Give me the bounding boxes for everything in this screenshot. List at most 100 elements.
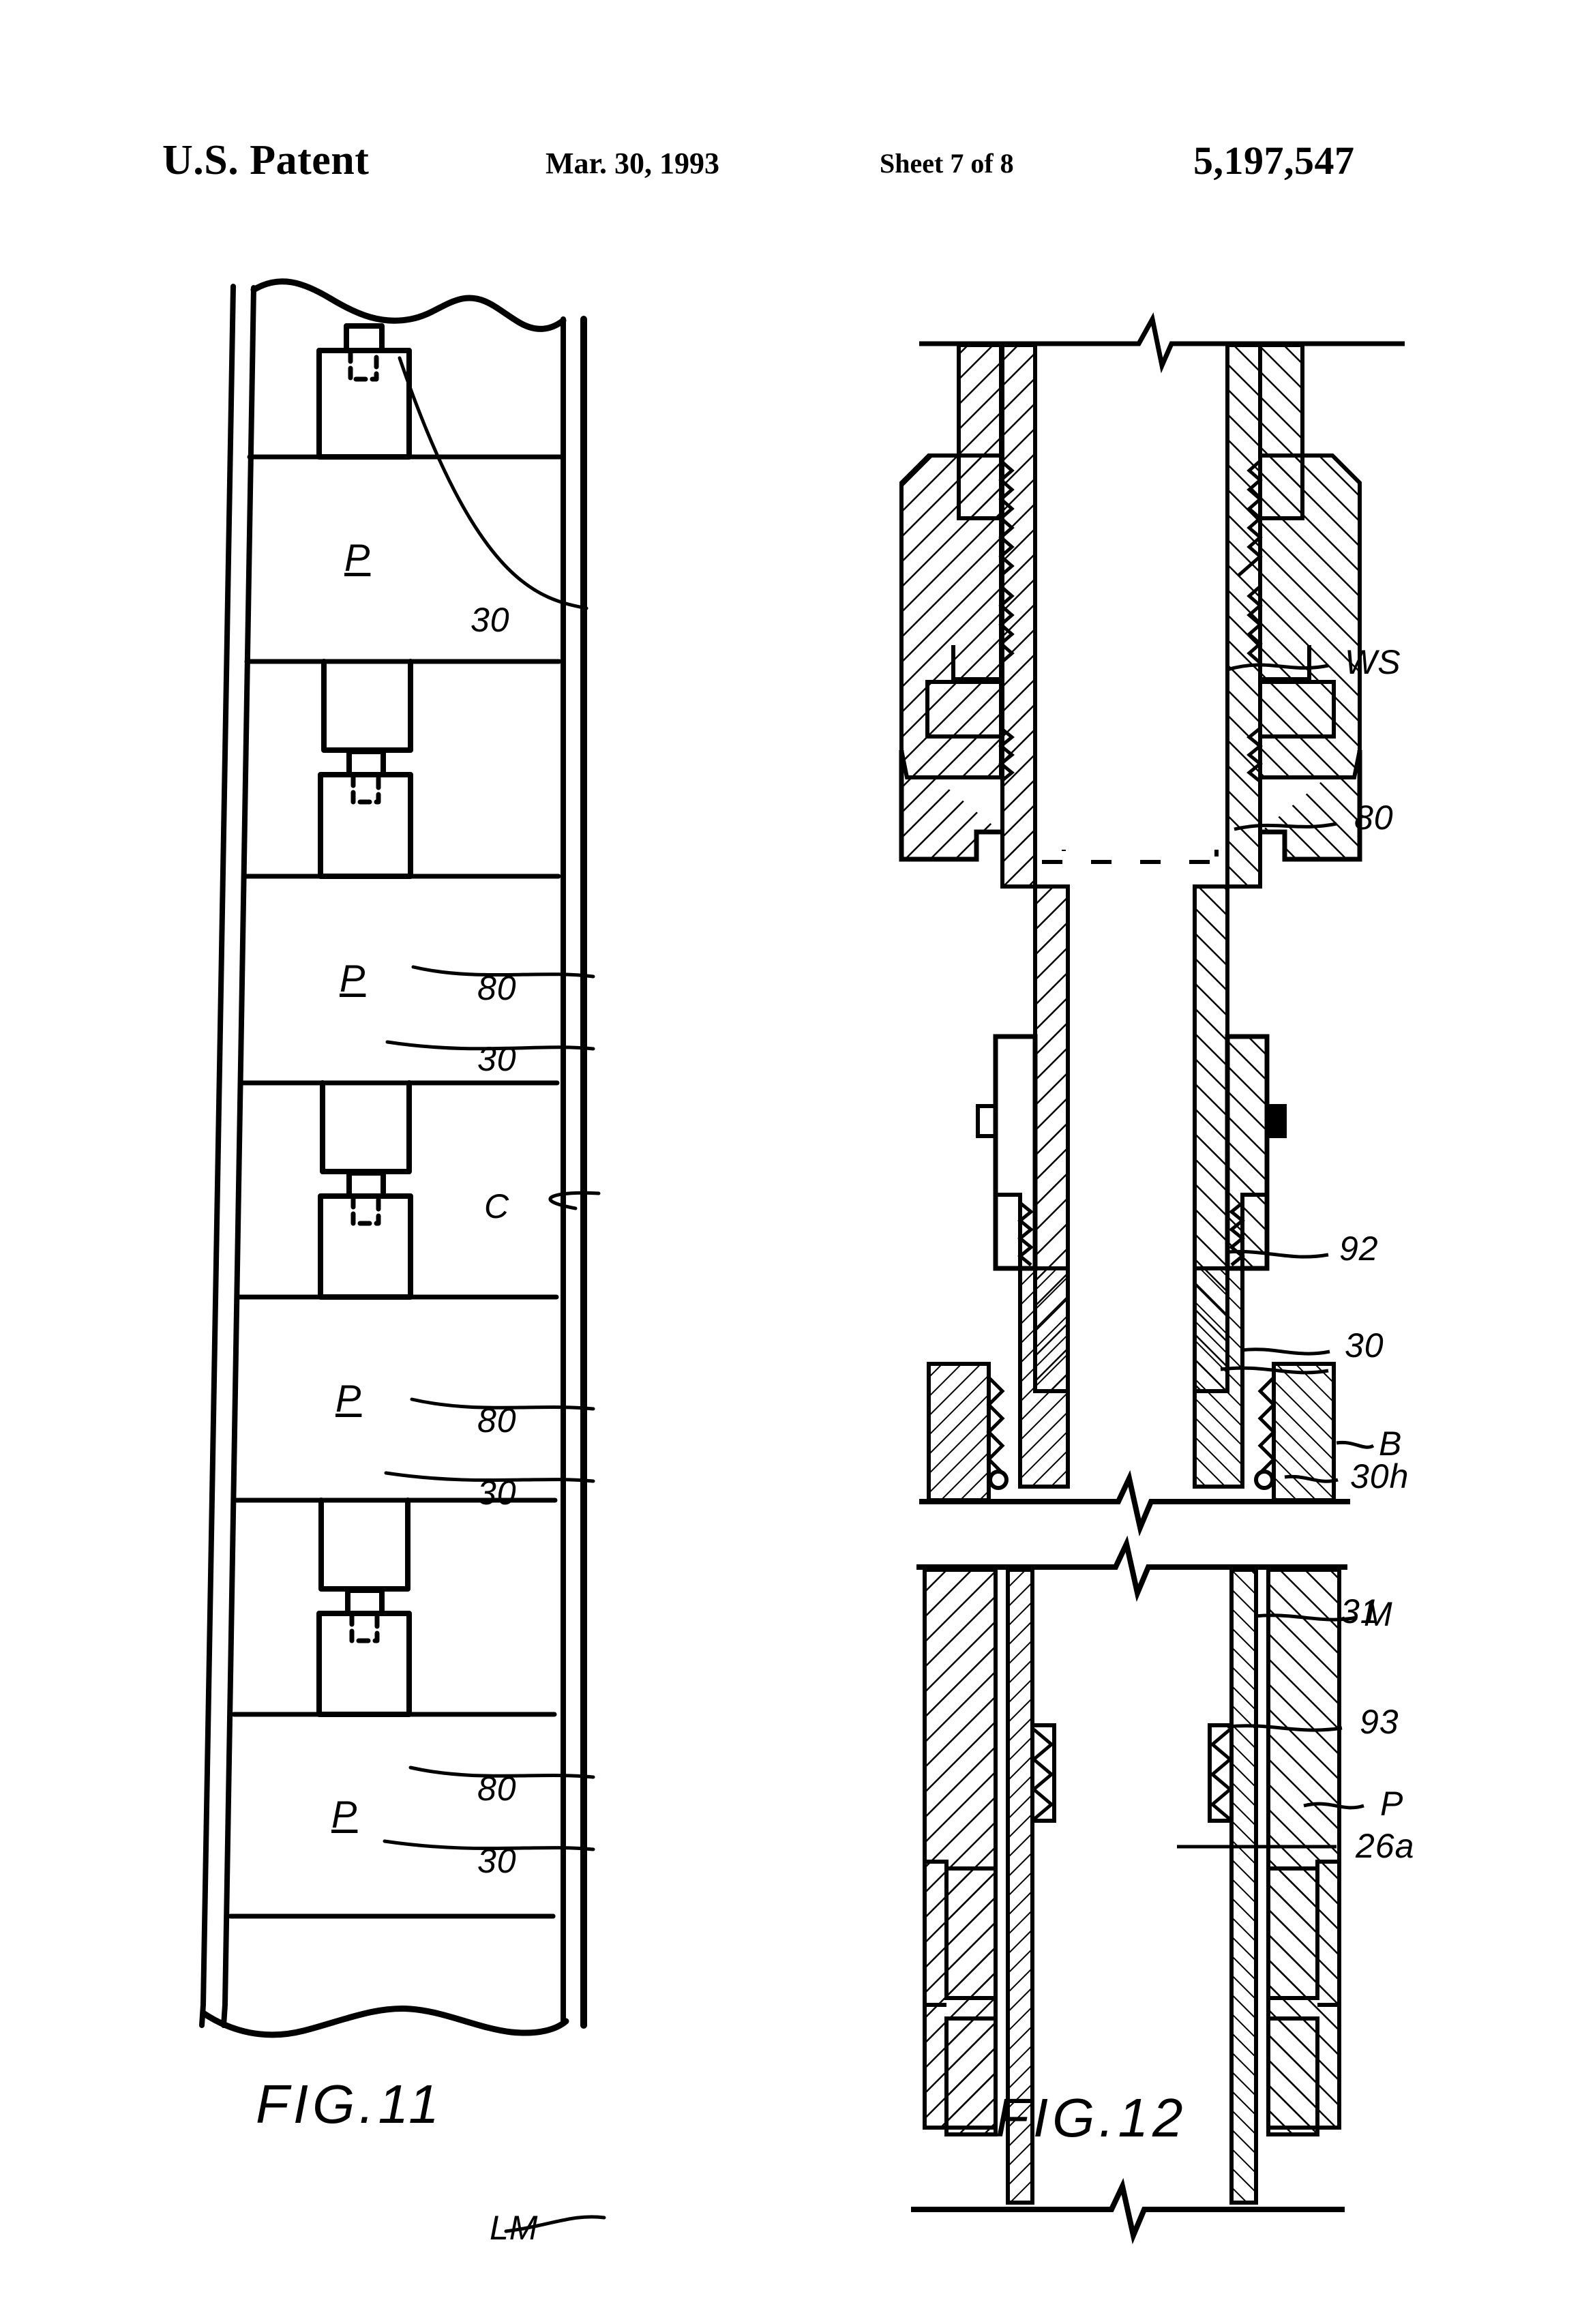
leader-line-30-1 xyxy=(398,356,588,610)
collar-80-left xyxy=(899,453,1003,779)
patent-number: 5,197,547 xyxy=(1193,138,1355,183)
thread-left-upper xyxy=(998,460,1015,577)
leader-line-80-2 xyxy=(410,1397,595,1411)
leader-line-C xyxy=(548,1191,601,1210)
leader-line-30h xyxy=(1284,1474,1339,1483)
ref-label-93: 93 xyxy=(1360,1703,1399,1741)
ref-label-80-3: 80 xyxy=(477,1770,517,1808)
seal-pocket-left xyxy=(925,680,1003,739)
packer-P-section-3 xyxy=(234,1294,559,1503)
packer-26a-right-lower xyxy=(1266,2016,1319,2136)
thread-right-mid xyxy=(1247,585,1263,664)
tool-30-unit-2 xyxy=(318,749,413,879)
leader-line-P xyxy=(1303,1802,1364,1810)
packer-26a-right xyxy=(1266,1866,1319,2000)
ref-label-30-2: 30 xyxy=(477,1040,517,1078)
leader-line-WS xyxy=(1227,663,1329,672)
sleeve-30-right xyxy=(1225,1034,1270,1271)
ball-detail-left xyxy=(988,1470,1009,1490)
casing-bottom-break-line xyxy=(200,2006,569,2038)
leader-line-80 xyxy=(1234,822,1337,831)
ref-label-B: B xyxy=(1379,1425,1403,1463)
thread-right-upper xyxy=(1237,460,1263,577)
ref-label-31: 31 xyxy=(1341,1592,1380,1630)
shoulder-M-left xyxy=(925,1860,949,1868)
coil-detail-left xyxy=(986,1376,1005,1474)
bushing-B-left xyxy=(927,1362,991,1502)
collar-skirt-left xyxy=(899,750,1001,862)
sleeve-step-left xyxy=(996,1193,1022,1268)
leader-line-93 xyxy=(1227,1724,1343,1732)
tool-80-unit-1 xyxy=(321,659,413,753)
casing-inner-left-wall xyxy=(221,285,256,2028)
leader-line-80-3 xyxy=(408,1766,595,1779)
packer-letter-2: P xyxy=(340,957,366,1000)
figure-12: WS 80 92 30 30h 31 B M 93 P 26a xyxy=(886,300,1541,2298)
tool-30-unit-3 xyxy=(318,1170,413,1300)
packer-26a-left-lower xyxy=(944,2016,998,2136)
body-31-right xyxy=(1193,1266,1244,1489)
casing-top-break-line xyxy=(250,278,567,332)
coil-93-right xyxy=(1210,1728,1233,1821)
ref-label-M: M xyxy=(1364,1595,1393,1633)
leader-line-M xyxy=(1254,1613,1358,1622)
seal-pocket-right xyxy=(1258,680,1336,739)
tool-80-unit-3 xyxy=(318,1498,411,1592)
leader-line-30-2 xyxy=(385,1040,595,1051)
figure-11: 30 80 30 C 80 30 80 30 LM P P P P xyxy=(157,259,771,2298)
ref-label-LM: LM xyxy=(490,2209,539,2247)
sheet-number: Sheet 7 of 8 xyxy=(880,148,1014,179)
patent-date: Mar. 30, 1993 xyxy=(546,147,720,180)
ref-label-80-2: 80 xyxy=(477,1401,517,1440)
bottom-break-line xyxy=(911,2177,1345,2245)
packer-P-section-2 xyxy=(239,874,561,1086)
leader-line-B xyxy=(1336,1440,1375,1449)
casing-outer-left-wall xyxy=(199,284,236,2028)
thread-31-right xyxy=(1229,1202,1245,1266)
packer-26a-left xyxy=(944,1866,998,2000)
patent-office-title: U.S. Patent xyxy=(162,137,370,183)
collar-80-right xyxy=(1258,453,1362,779)
top-break-line xyxy=(919,312,1405,374)
coil-detail-right xyxy=(1257,1376,1277,1474)
ref-label-30-1: 30 xyxy=(471,601,510,639)
ref-label-80-f12: 80 xyxy=(1354,799,1394,837)
element-93-right-housing xyxy=(1208,1723,1234,1823)
sleeve-step-right xyxy=(1240,1193,1267,1268)
shoulder-right xyxy=(1260,645,1311,681)
body-31-left xyxy=(1018,1266,1070,1489)
ref-label-30h: 30h xyxy=(1350,1457,1409,1495)
tool-30-unit-1 xyxy=(316,323,412,460)
leader-line-30-4 xyxy=(383,1839,595,1851)
ref-label-30-4: 30 xyxy=(477,1842,517,1880)
sleeve-30-left xyxy=(993,1034,1038,1271)
shoulder-left xyxy=(951,645,1001,681)
tubing-right xyxy=(1229,1568,1258,2205)
mandrel-right-upper xyxy=(1225,343,1262,889)
packer-letter-1: P xyxy=(344,536,371,579)
mid-break-line-upper xyxy=(919,1470,1350,1537)
collar-skirt-right xyxy=(1260,750,1362,862)
leader-line-92 xyxy=(1227,1249,1329,1259)
packer-letter-4: P xyxy=(331,1793,358,1836)
mandrel-left-upper xyxy=(1000,343,1037,889)
leader-line-30-3 xyxy=(384,1471,595,1483)
coil-93-left xyxy=(1031,1728,1054,1821)
ref-label-92: 92 xyxy=(1339,1230,1379,1268)
packer-P-section-4 xyxy=(229,1712,557,1919)
thread-left-mid xyxy=(998,585,1015,664)
figure-11-caption: FIG.11 xyxy=(256,2074,443,2134)
leader-line-31 xyxy=(1220,1366,1329,1375)
leader-line-30 xyxy=(1240,1347,1330,1356)
figure-12-drawing xyxy=(899,312,1405,2245)
figure-11-drawing xyxy=(199,278,606,2233)
tool-80-unit-2 xyxy=(320,1080,412,1174)
tubing-left xyxy=(1006,1568,1034,2205)
hidden-line-mandrel xyxy=(1042,850,1219,864)
mid-break-line-lower xyxy=(916,1535,1347,1603)
ref-label-P-f12: P xyxy=(1380,1785,1404,1823)
packer-letter-3: P xyxy=(335,1377,362,1420)
ball-detail-right xyxy=(1254,1470,1274,1490)
ref-label-80-1: 80 xyxy=(477,969,517,1007)
ref-label-30-f12: 30 xyxy=(1345,1326,1384,1365)
